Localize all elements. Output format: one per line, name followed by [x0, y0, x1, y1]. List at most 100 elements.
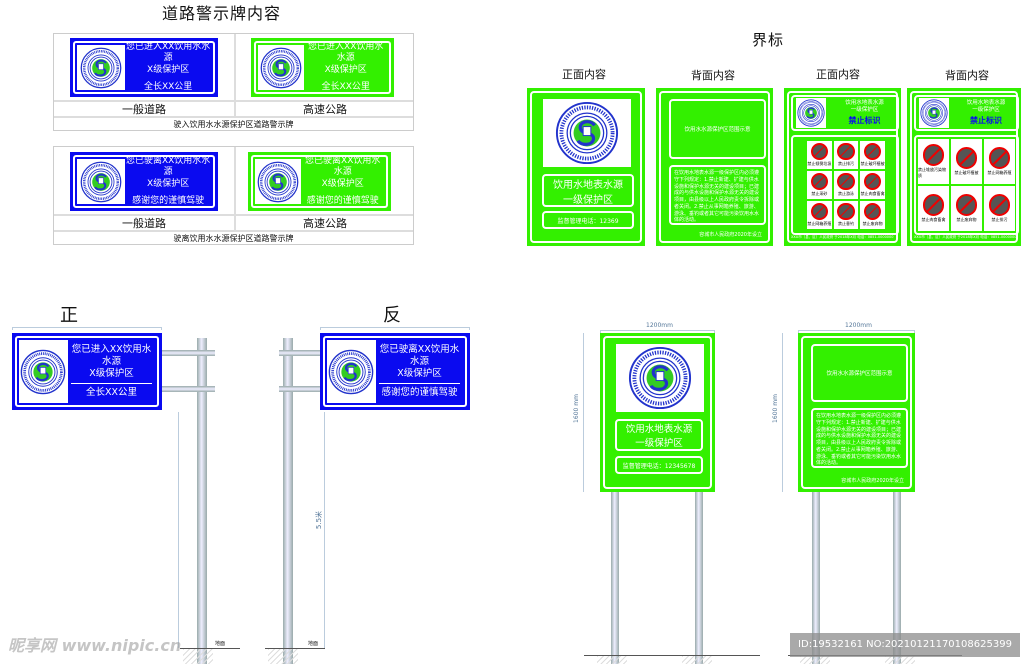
- prohibition-label: 禁止肉食畜禽: [921, 216, 946, 222]
- prohibition-sign-icon: [810, 142, 828, 161]
- boundary-back-panel: 饮用水水源保护区范围示意 在饮用水地表水源一级保护区内必须遵守下列规定：1.禁止…: [656, 88, 773, 246]
- height-dimension: 1600 mm: [572, 394, 580, 423]
- prohibition-icon: 禁止废弃物: [860, 201, 885, 229]
- prohibit-heading: 禁止标识: [848, 116, 881, 126]
- sign-name: 饮用水地表水源: [966, 99, 1006, 106]
- sign-name: 一级保护区: [635, 438, 683, 449]
- prohibition-back-panel: 饮用水地表水源一级保护区禁止标识 禁止堆放污染物质禁止破坏植被禁止网箱养殖禁止肉…: [907, 88, 1021, 246]
- sign-text: 您已进入XX饮用水水源: [125, 42, 211, 64]
- ground-label: 地面: [215, 641, 226, 647]
- water-protection-logo: [555, 101, 619, 165]
- height-dimension: 1600 mm: [771, 394, 779, 423]
- install-boundary-front: 饮用水地表水源一级保护区 监督管理电话：12345678: [600, 333, 715, 492]
- sign-arm: [161, 386, 215, 392]
- prohibition-icon-grid: 禁止堆放污染物质 禁止破坏植被 禁止网箱养殖禁止肉食畜禽禁止废弃物禁止排污: [918, 139, 1015, 231]
- sign-text: 您已驶离XX饮用水水源: [379, 344, 460, 368]
- prohibition-sign-icon: [922, 144, 945, 166]
- prohibition-label: 禁止排污: [991, 216, 1008, 222]
- prohibition-icon: 禁止倾倒垃圾: [807, 141, 832, 169]
- exit-caption: 驶离饮用水水源保护区道路警示牌: [173, 234, 294, 243]
- prohibition-sign-icon: [810, 202, 828, 221]
- entry-caption: 驶入饮用水水源保护区道路警示牌: [173, 120, 294, 129]
- prohibition-label: 禁止垂钓: [837, 221, 854, 227]
- prohibition-sign-icon: [955, 147, 978, 169]
- prohibition-sign-icon: [955, 194, 978, 216]
- prohibition-label: 禁止破坏植被: [860, 161, 885, 167]
- prohibition-sign-icon: [988, 147, 1011, 169]
- sign-pole: [283, 338, 293, 664]
- prohibition-icon: 禁止废弃物: [951, 186, 982, 231]
- sign-text: X级保护区: [89, 368, 134, 379]
- sign-text: 感谢您的谨慎驾驶: [306, 195, 379, 206]
- prohibition-icon: 禁止采砂: [807, 171, 832, 199]
- prohibition-label: 禁止倾倒垃圾: [807, 161, 832, 167]
- ground-line: [180, 648, 240, 649]
- sign-pole: [611, 490, 619, 664]
- label-general-road: 一般道路: [122, 103, 166, 116]
- sign-name: 饮用水地表水源: [553, 179, 623, 191]
- prohibition-label: 禁止破坏植被: [954, 169, 979, 175]
- prohibition-sign-icon: [988, 194, 1011, 216]
- sign-text: 您已进入XX饮用水水源: [308, 42, 384, 64]
- prohibition-sign-icon: [837, 202, 855, 221]
- phone-text: 监督管理电话：12369: [557, 217, 619, 225]
- prohibition-front-panel: 饮用水地表水源一级保护区禁止标识 禁止倾倒垃圾禁止排污禁止破坏植被禁止采砂禁止游…: [784, 88, 901, 246]
- road-section-title: 道路警示牌内容: [162, 4, 282, 23]
- sign-pole: [812, 490, 820, 664]
- water-protection-logo: [628, 346, 692, 410]
- ground-line: [584, 655, 760, 656]
- prohibition-label: 禁止网箱养殖: [807, 221, 832, 227]
- water-protection-logo: [920, 99, 948, 127]
- prohibition-label: 禁止肉食畜禽: [860, 191, 885, 197]
- prohibition-icon: 禁止破坏植被: [860, 141, 885, 169]
- phone-text: 监督管理电话：12345678: [622, 462, 696, 470]
- sign-text: X级保护区: [324, 64, 367, 75]
- label-highway: 高速公路: [303, 103, 347, 116]
- prohibition-sign-icon: [837, 142, 855, 161]
- sign-text: 全长XX公里: [143, 81, 193, 92]
- prohibition-icon: 禁止游泳: [833, 171, 859, 199]
- prohibition-icon: 禁止肉食畜禽: [860, 171, 885, 199]
- prohibition-icon: 禁止堆放污染物质: [918, 139, 949, 184]
- water-protection-logo: [328, 349, 374, 395]
- prohibition-icon: 禁止肉食畜禽: [918, 186, 949, 231]
- sign-arm: [279, 350, 321, 356]
- front-content-label: 正面内容: [562, 68, 606, 81]
- watermark-logo: 昵享网 www.nipic.cn: [8, 636, 182, 655]
- map-area-text: 饮用水水源保护区范围示意: [826, 371, 893, 377]
- front-side-label: 正: [60, 305, 79, 326]
- sign-pole: [893, 490, 901, 664]
- water-protection-logo: [80, 47, 122, 89]
- ground-label: 地面: [308, 641, 319, 647]
- water-protection-logo: [20, 349, 66, 395]
- prohibition-sign-icon: [864, 202, 882, 221]
- sign-pole: [197, 338, 207, 664]
- prohibition-icon: 禁止排污: [984, 186, 1015, 231]
- sign-text: X级保护区: [397, 368, 442, 379]
- back-content-label: 背面内容: [945, 69, 989, 82]
- label-general-road: 一般道路: [122, 217, 166, 230]
- sign-text: 您已驶离XX饮用水水源: [305, 156, 381, 178]
- sign-arm: [161, 350, 215, 356]
- sign-text: X级保护区: [321, 178, 364, 189]
- sign-name: 饮用水地表水源: [625, 424, 693, 435]
- prohibition-icon: 禁止垂钓: [833, 201, 859, 229]
- footer-text: XXX市（县、区）人民政府 于2018年X月 电话：0851-0000000: [791, 235, 894, 239]
- prohibition-label: 禁止网箱养殖: [987, 169, 1012, 175]
- sign-text: 您已驶离XX饮用水水源: [125, 156, 211, 178]
- phone-box: 监督管理电话：12369: [542, 211, 634, 229]
- prohibition-sign-icon: [810, 172, 828, 191]
- prohibit-heading: 禁止标识: [970, 116, 1002, 126]
- prohibition-label: 禁止排污: [837, 161, 854, 167]
- sign-arm: [279, 386, 321, 392]
- sign-text: 您已进入XX饮用水水源: [71, 344, 152, 368]
- watermark-id: ID:19532161 NO:20210121170108625399: [790, 633, 1020, 657]
- prohibition-label: 禁止堆放污染物质: [918, 166, 946, 178]
- rules-text: 在饮用水地表水源一级保护区内必须遵守下列规定：1.禁止新建、扩建与供水设施和保护…: [674, 170, 760, 224]
